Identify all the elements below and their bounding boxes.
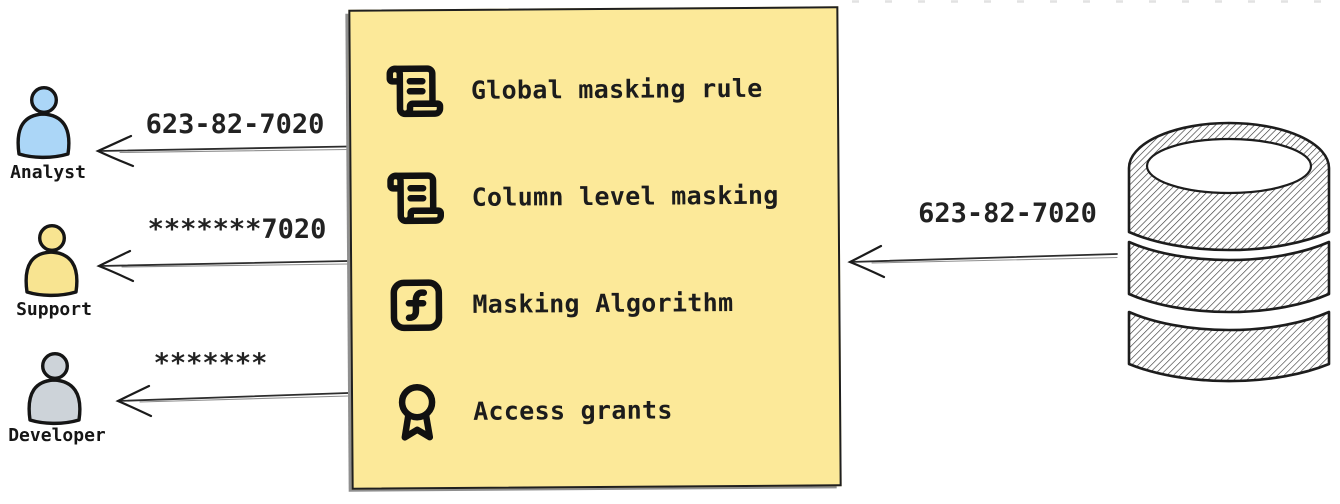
analyst-role-label: Analyst [10, 162, 86, 183]
database-middle-segment [1127, 240, 1331, 314]
scroll-text-icon [387, 171, 445, 224]
support-body [24, 250, 79, 298]
arrow-db-to-box [847, 244, 1118, 279]
support-head [37, 223, 67, 253]
policy-row-global-masking-rule: Global masking rule [351, 34, 838, 144]
arrow-box-to-support [96, 249, 349, 283]
policy-label: Column level masking [471, 180, 779, 212]
support-role-label: Support [16, 299, 92, 320]
policy-row-masking-algorithm: Masking Algorithm [352, 248, 839, 358]
analyst-person-icon [16, 85, 71, 160]
policy-row-access-grants: Access grants [353, 355, 840, 465]
analyst-received-value: 623-82-7020 [145, 109, 325, 140]
database-bottom-segment [1127, 310, 1331, 383]
developer-person-icon [27, 351, 82, 426]
award-icon [398, 383, 436, 441]
policy-label: Access grants [473, 395, 673, 426]
support-person-icon [24, 223, 79, 298]
developer-received-value: ******* [153, 348, 268, 379]
policy-row-column-level-masking: Column level masking [351, 141, 838, 251]
function-square-icon [390, 278, 443, 331]
arrow-box-to-analyst [95, 134, 349, 168]
support-received-value: *******7020 [147, 214, 327, 245]
developer-body [27, 378, 82, 426]
policy-label: Masking Algorithm [472, 288, 734, 319]
database-sent-value: 623-82-7020 [918, 198, 1097, 229]
developer-role-label: Developer [8, 425, 106, 446]
policy-label: Global masking rule [470, 73, 763, 105]
database-top-opening [1145, 137, 1313, 195]
scroll-text-icon [386, 64, 444, 117]
database-icon [1127, 121, 1331, 383]
masking-policy-box: Global masking rule Column level masking… [348, 6, 842, 490]
analyst-head [29, 85, 59, 115]
analyst-body [16, 112, 71, 160]
arrow-box-to-developer [115, 384, 349, 418]
developer-head [40, 351, 70, 381]
